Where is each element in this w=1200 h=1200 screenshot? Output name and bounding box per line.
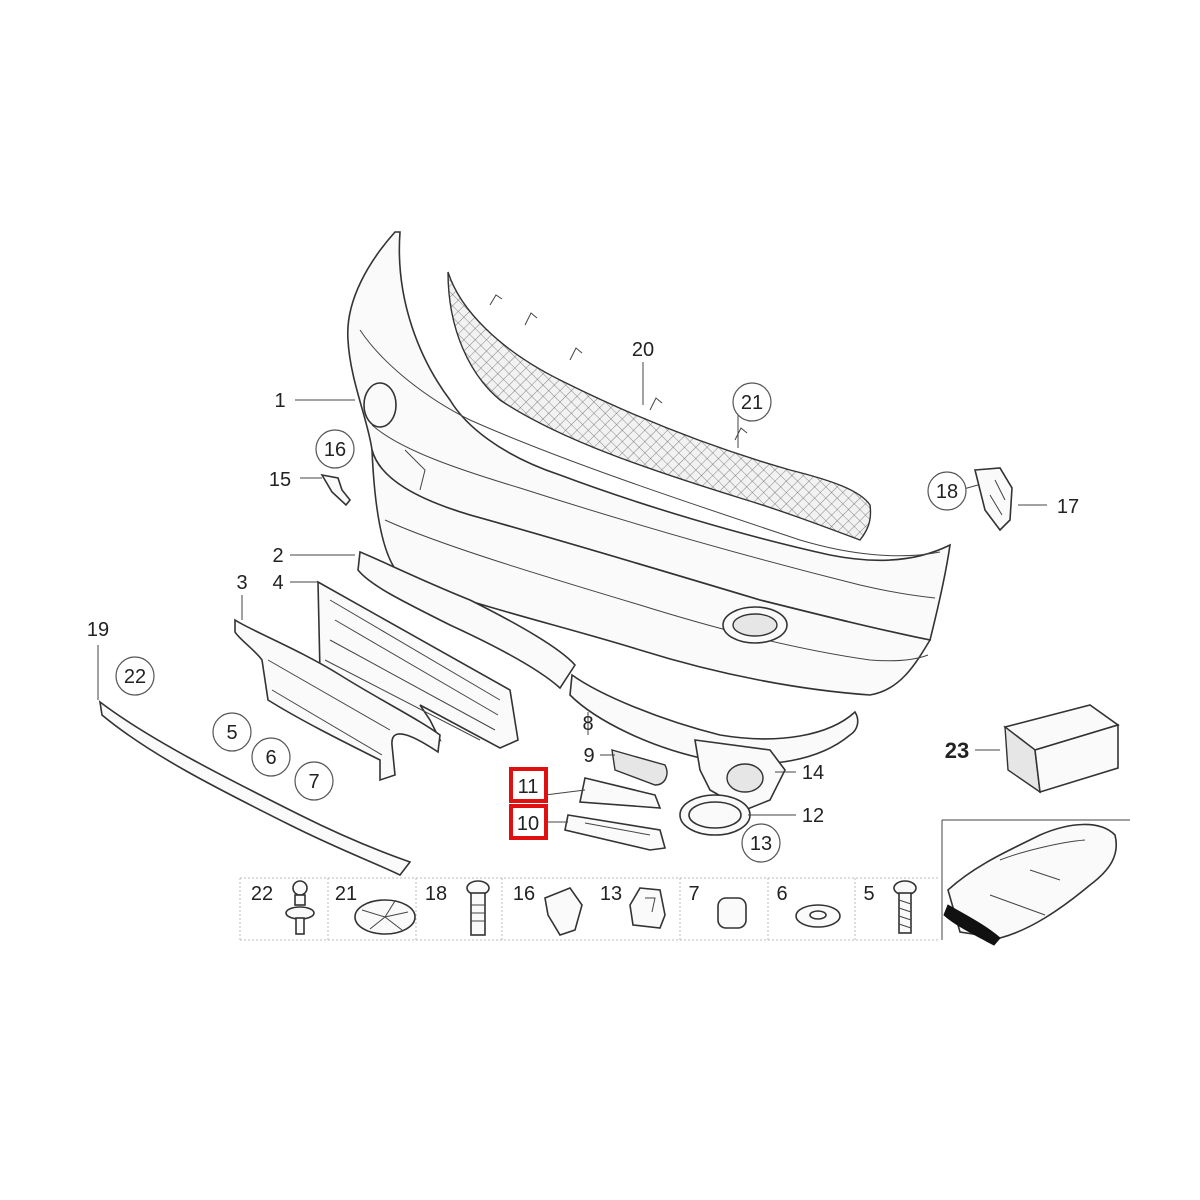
callout-4: 4 bbox=[272, 572, 283, 594]
clip-13-icon bbox=[629, 887, 666, 929]
highlight-box-10 bbox=[509, 804, 548, 840]
fastener-label-5: 5 bbox=[863, 883, 874, 905]
callout-16: 16 bbox=[324, 439, 346, 461]
cover-11 bbox=[579, 777, 662, 809]
callout-18: 18 bbox=[936, 481, 958, 503]
fastener-label-13: 13 bbox=[600, 883, 622, 905]
callout-13: 13 bbox=[750, 833, 772, 855]
bracket-17 bbox=[973, 467, 1013, 532]
fastener-row bbox=[239, 877, 940, 941]
callout-9: 9 bbox=[583, 745, 594, 767]
fog-light-bezel bbox=[694, 739, 786, 811]
fastener-label-22: 22 bbox=[251, 883, 273, 905]
highlight-box-11 bbox=[509, 767, 548, 803]
callout-20: 20 bbox=[632, 339, 654, 361]
push-rivet-icon bbox=[285, 880, 315, 935]
trim-strip-upper bbox=[357, 550, 577, 690]
fastener-row-labels: 22 21 18 16 13 7 6 5 bbox=[251, 883, 875, 905]
washer-icon bbox=[795, 904, 841, 928]
leader-lines bbox=[97, 362, 1047, 823]
license-plate-bracket bbox=[234, 618, 441, 782]
expanding-nut-icon bbox=[354, 899, 416, 935]
callout-5: 5 bbox=[226, 722, 237, 744]
callout-22: 22 bbox=[124, 666, 146, 688]
screw-icon bbox=[893, 880, 917, 934]
callout-3: 3 bbox=[236, 572, 247, 594]
callout-2: 2 bbox=[272, 545, 283, 567]
lower-spoiler-strip bbox=[98, 700, 412, 877]
cover-10 bbox=[564, 814, 667, 851]
bolt-icon bbox=[466, 880, 490, 936]
fastener-label-18: 18 bbox=[425, 883, 447, 905]
fastener-label-21: 21 bbox=[335, 883, 357, 905]
car-silhouette bbox=[941, 819, 1130, 946]
callout-circles bbox=[115, 382, 967, 863]
callout-1: 1 bbox=[274, 390, 285, 412]
bracket-clip-icon bbox=[544, 887, 583, 936]
kit-box bbox=[1003, 704, 1120, 794]
grille-mesh bbox=[447, 271, 872, 541]
fog-ring bbox=[679, 794, 751, 836]
callout-10: 10 bbox=[517, 813, 539, 835]
bumper-cover bbox=[347, 231, 952, 696]
callout-15: 15 bbox=[269, 469, 291, 491]
callout-19: 19 bbox=[87, 619, 109, 641]
callout-17: 17 bbox=[1057, 496, 1079, 518]
callout-labels: 1 16 15 20 21 18 17 2 3 4 19 22 5 6 7 8 … bbox=[87, 339, 1079, 855]
fastener-label-16: 16 bbox=[513, 883, 535, 905]
fastener-label-6: 6 bbox=[776, 883, 787, 905]
callout-23: 23 bbox=[945, 738, 969, 763]
cover-9 bbox=[611, 749, 668, 786]
lower-bumper-strip bbox=[569, 673, 859, 765]
cap-icon bbox=[717, 897, 747, 929]
callout-6: 6 bbox=[265, 747, 276, 769]
callout-14: 14 bbox=[802, 762, 824, 784]
callout-8: 8 bbox=[582, 713, 593, 735]
callout-12: 12 bbox=[802, 805, 824, 827]
clip-15 bbox=[320, 473, 352, 507]
callout-21: 21 bbox=[741, 392, 763, 414]
callout-11: 11 bbox=[518, 776, 539, 798]
callout-7: 7 bbox=[308, 771, 319, 793]
fastener-label-7: 7 bbox=[688, 883, 699, 905]
